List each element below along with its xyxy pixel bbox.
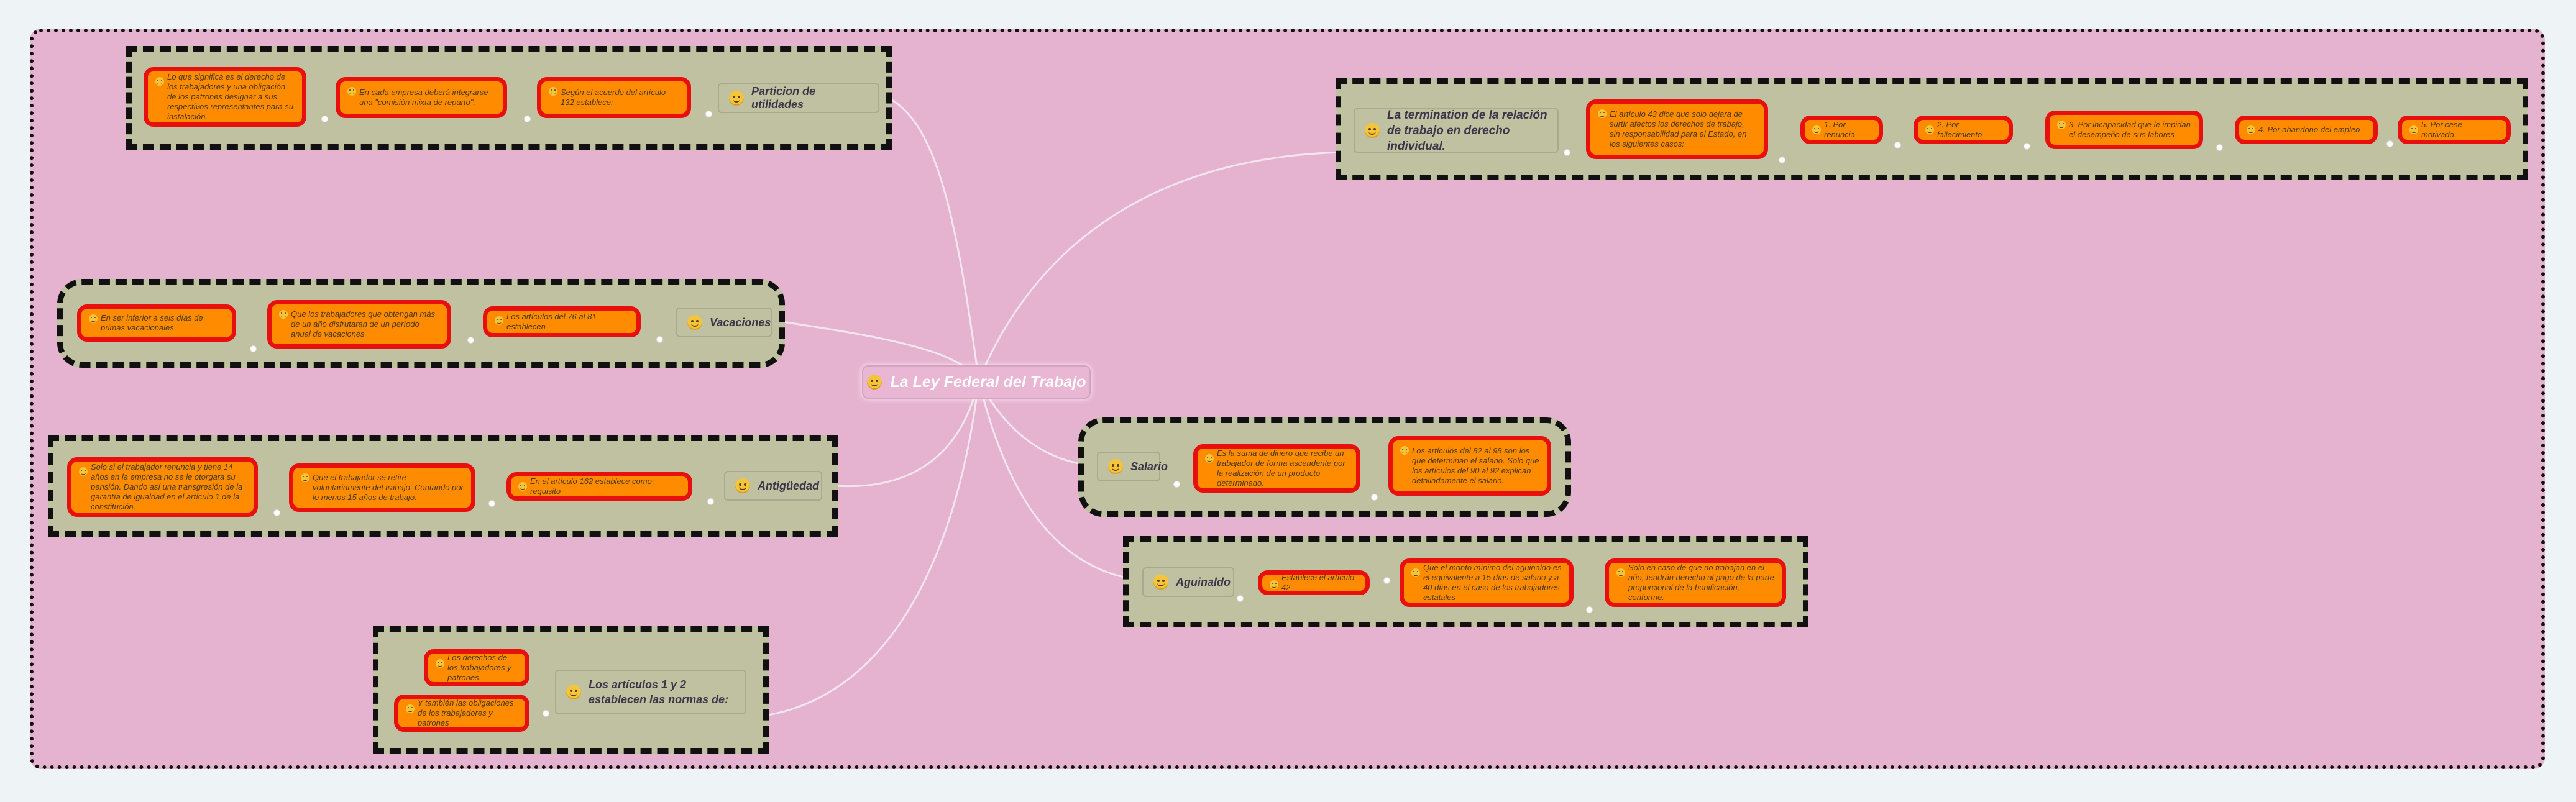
leaf-node[interactable]: Que los trabajadores que obtengan más de… bbox=[267, 300, 451, 349]
leaf-node[interactable]: Y también las obligaciones de los trabaj… bbox=[394, 695, 529, 732]
connector-dot bbox=[656, 336, 663, 343]
leaf-node[interactable]: Que el trabajador se retire voluntariame… bbox=[289, 463, 475, 512]
leaf-node[interactable]: En ser inferior a seis días de primas va… bbox=[77, 304, 236, 342]
connector-dot bbox=[321, 116, 328, 122]
smiley-icon bbox=[279, 310, 288, 319]
topic-vacaciones[interactable]: Vacaciones bbox=[676, 308, 772, 337]
smiley-icon bbox=[566, 685, 581, 699]
smiley-icon bbox=[866, 375, 882, 390]
connector-dot bbox=[1237, 595, 1244, 602]
smiley-icon bbox=[89, 314, 98, 323]
leaf-node[interactable]: El artículo 43 dice que solo dejara de s… bbox=[1586, 99, 1768, 159]
leaf-node[interactable]: Lo que significa es el derecho de los tr… bbox=[144, 67, 306, 127]
smiley-icon bbox=[406, 704, 415, 713]
connector-dot bbox=[707, 498, 714, 505]
leaf-node[interactable]: 3. Por incapacidad que le impidan el des… bbox=[2045, 111, 2203, 149]
leaf-node[interactable]: 4. Por abandono del empleo bbox=[2235, 116, 2378, 144]
smiley-icon bbox=[495, 316, 503, 325]
smiley-icon bbox=[2247, 125, 2255, 134]
root-topic[interactable]: La Ley Federal del Trabajo bbox=[862, 365, 1091, 399]
topic-articulos[interactable]: Los artículos 1 y 2 establecen las norma… bbox=[555, 670, 746, 714]
connector-dot bbox=[1383, 577, 1390, 584]
leaf-node[interactable]: En cada empresa deberá integrarse una "c… bbox=[336, 77, 507, 118]
smiley-icon bbox=[1411, 568, 1420, 577]
leaf-node[interactable]: 5. Por cese motivado. bbox=[2398, 116, 2511, 144]
smiley-icon bbox=[155, 77, 164, 86]
topic-aguinaldo[interactable]: Aguinaldo bbox=[1142, 567, 1234, 597]
topic-label: Antigüedad bbox=[758, 479, 819, 492]
topic-particion[interactable]: Particion de utilidades bbox=[718, 83, 879, 113]
connector-dot bbox=[543, 710, 549, 717]
smiley-icon bbox=[79, 467, 88, 476]
topic-label: La termination de la relación de trabajo… bbox=[1387, 108, 1547, 153]
smiley-icon bbox=[549, 87, 557, 96]
smiley-icon bbox=[735, 478, 750, 493]
smiley-icon bbox=[2409, 125, 2418, 134]
smiley-icon bbox=[436, 659, 444, 668]
leaf-node[interactable]: Establece el artículo 42 bbox=[1258, 570, 1370, 595]
smiley-icon bbox=[1108, 459, 1123, 474]
smiley-icon bbox=[347, 87, 356, 96]
connector-dot bbox=[705, 111, 712, 117]
topic-label: Salario bbox=[1130, 460, 1168, 473]
connector-dot bbox=[488, 500, 495, 507]
smiley-icon bbox=[687, 315, 702, 330]
leaf-node[interactable]: 2. Por fallecimiento bbox=[1914, 116, 2013, 144]
connector-dot bbox=[273, 509, 280, 516]
leaf-node[interactable]: 1. Por renuncia bbox=[1800, 116, 1883, 144]
leaf-node[interactable]: Los artículos del 82 al 98 son los que d… bbox=[1388, 436, 1551, 496]
smiley-icon bbox=[1616, 568, 1625, 577]
smiley-icon bbox=[1598, 109, 1607, 118]
connector-dot bbox=[2386, 140, 2393, 147]
smiley-icon bbox=[1400, 446, 1409, 455]
topic-antiguedad[interactable]: Antigüedad bbox=[724, 471, 822, 501]
topic-label: Vacaciones bbox=[710, 316, 771, 329]
leaf-node[interactable]: En el artículo 162 establece como requis… bbox=[506, 472, 692, 501]
leaf-node[interactable]: Según el acuerdo del artículo 132 establ… bbox=[537, 77, 691, 118]
smiley-icon bbox=[301, 473, 309, 482]
topic-label: Los artículos 1 y 2 establecen las norma… bbox=[589, 678, 729, 706]
connector-dot bbox=[2024, 143, 2030, 150]
topic-terminacion[interactable]: La termination de la relación de trabajo… bbox=[1354, 108, 1559, 153]
smiley-icon bbox=[1925, 125, 1934, 134]
connector-dot bbox=[250, 345, 257, 352]
smiley-icon bbox=[2057, 121, 2066, 129]
leaf-node[interactable]: Solo en caso de que no trabajan en el añ… bbox=[1605, 558, 1786, 607]
topic-label: Particion de utilidades bbox=[751, 85, 816, 111]
leaf-node[interactable]: Es la suma de dinero que recibe un traba… bbox=[1193, 444, 1360, 493]
leaf-node[interactable]: Los artículos del 76 al 81 establecen bbox=[483, 306, 641, 337]
connector-dot bbox=[1894, 142, 1901, 148]
connector-dot bbox=[1371, 494, 1378, 501]
topic-salario[interactable]: Salario bbox=[1097, 452, 1168, 481]
smiley-icon bbox=[1153, 575, 1168, 590]
connector-dot bbox=[2216, 144, 2223, 151]
smiley-icon bbox=[1812, 125, 1821, 134]
smiley-icon bbox=[1270, 580, 1278, 589]
leaf-node[interactable]: Que el monto mínimo del aguinaldo es el … bbox=[1400, 558, 1574, 607]
smiley-icon bbox=[1205, 454, 1214, 463]
root-label: La Ley Federal del Trabajo bbox=[890, 373, 1086, 391]
smiley-icon bbox=[518, 482, 527, 491]
connector-dot bbox=[1586, 606, 1593, 613]
connector-dot bbox=[1564, 149, 1570, 156]
leaf-node[interactable]: Los derechos de los trabajadores y patro… bbox=[424, 649, 529, 686]
smiley-icon bbox=[1365, 123, 1380, 138]
connector-dot bbox=[1173, 481, 1180, 488]
connector-dot bbox=[524, 116, 531, 122]
connector-dot bbox=[1779, 157, 1785, 163]
smiley-icon bbox=[729, 91, 744, 106]
leaf-node[interactable]: Solo si el trabajador renuncia y tiene 1… bbox=[67, 457, 258, 517]
connector-dot bbox=[467, 337, 474, 344]
topic-label: Aguinaldo bbox=[1176, 575, 1231, 588]
